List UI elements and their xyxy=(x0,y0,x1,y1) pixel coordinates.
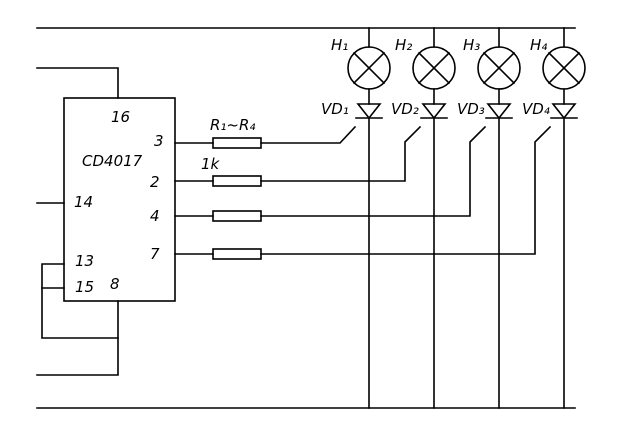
diode-2-icon xyxy=(421,103,447,120)
ic-pin-4-label: 4 xyxy=(150,207,160,225)
diode-2-label: VD₂ xyxy=(391,100,419,118)
ic-pin-8-label: 8 xyxy=(110,275,120,293)
ic-pin-14-label: 14 xyxy=(74,193,94,211)
lamp-1-label: H₁ xyxy=(331,36,349,54)
pin3-wire xyxy=(260,125,357,144)
channel-1 xyxy=(347,27,391,409)
pin7-wire xyxy=(260,125,552,255)
pin4-wire xyxy=(260,125,487,217)
ic-body xyxy=(63,97,176,302)
diode-1-icon xyxy=(356,103,382,120)
channel-3 xyxy=(477,27,521,409)
diode-1-label: VD₁ xyxy=(321,100,349,118)
diode-4-icon xyxy=(551,103,577,120)
ic-pin-7-label: 7 xyxy=(150,245,160,263)
ic-pin-16-label: 16 xyxy=(111,108,131,126)
ic-pin-13-label: 13 xyxy=(75,252,95,270)
diode-3-icon xyxy=(486,103,512,120)
resistor-3 xyxy=(212,210,262,222)
resistor-2 xyxy=(212,175,262,187)
ic-name-label: CD4017 xyxy=(82,152,143,170)
lamp-2-label: H₂ xyxy=(395,36,413,54)
pin2-wire xyxy=(260,125,422,182)
resistor-range-label: R₁~R₄ xyxy=(210,116,256,134)
resistor-4 xyxy=(212,248,262,260)
lamp-3-label: H₃ xyxy=(463,36,481,54)
pin13-wire xyxy=(41,263,119,339)
resistor-1 xyxy=(212,137,262,149)
pin8-wire xyxy=(36,300,119,376)
ic-pin-2-label: 2 xyxy=(150,173,160,191)
channel-2 xyxy=(412,27,456,409)
pin16-wire xyxy=(36,67,119,99)
resistor-value-label: 1k xyxy=(201,155,220,173)
diode-3-label: VD₃ xyxy=(457,100,485,118)
channel-4 xyxy=(542,27,586,409)
diode-4-label: VD₄ xyxy=(522,100,550,118)
ic-pin-15-label: 15 xyxy=(75,278,95,296)
ic-pin-3-label: 3 xyxy=(154,132,164,150)
lamp-4-label: H₄ xyxy=(530,36,548,54)
